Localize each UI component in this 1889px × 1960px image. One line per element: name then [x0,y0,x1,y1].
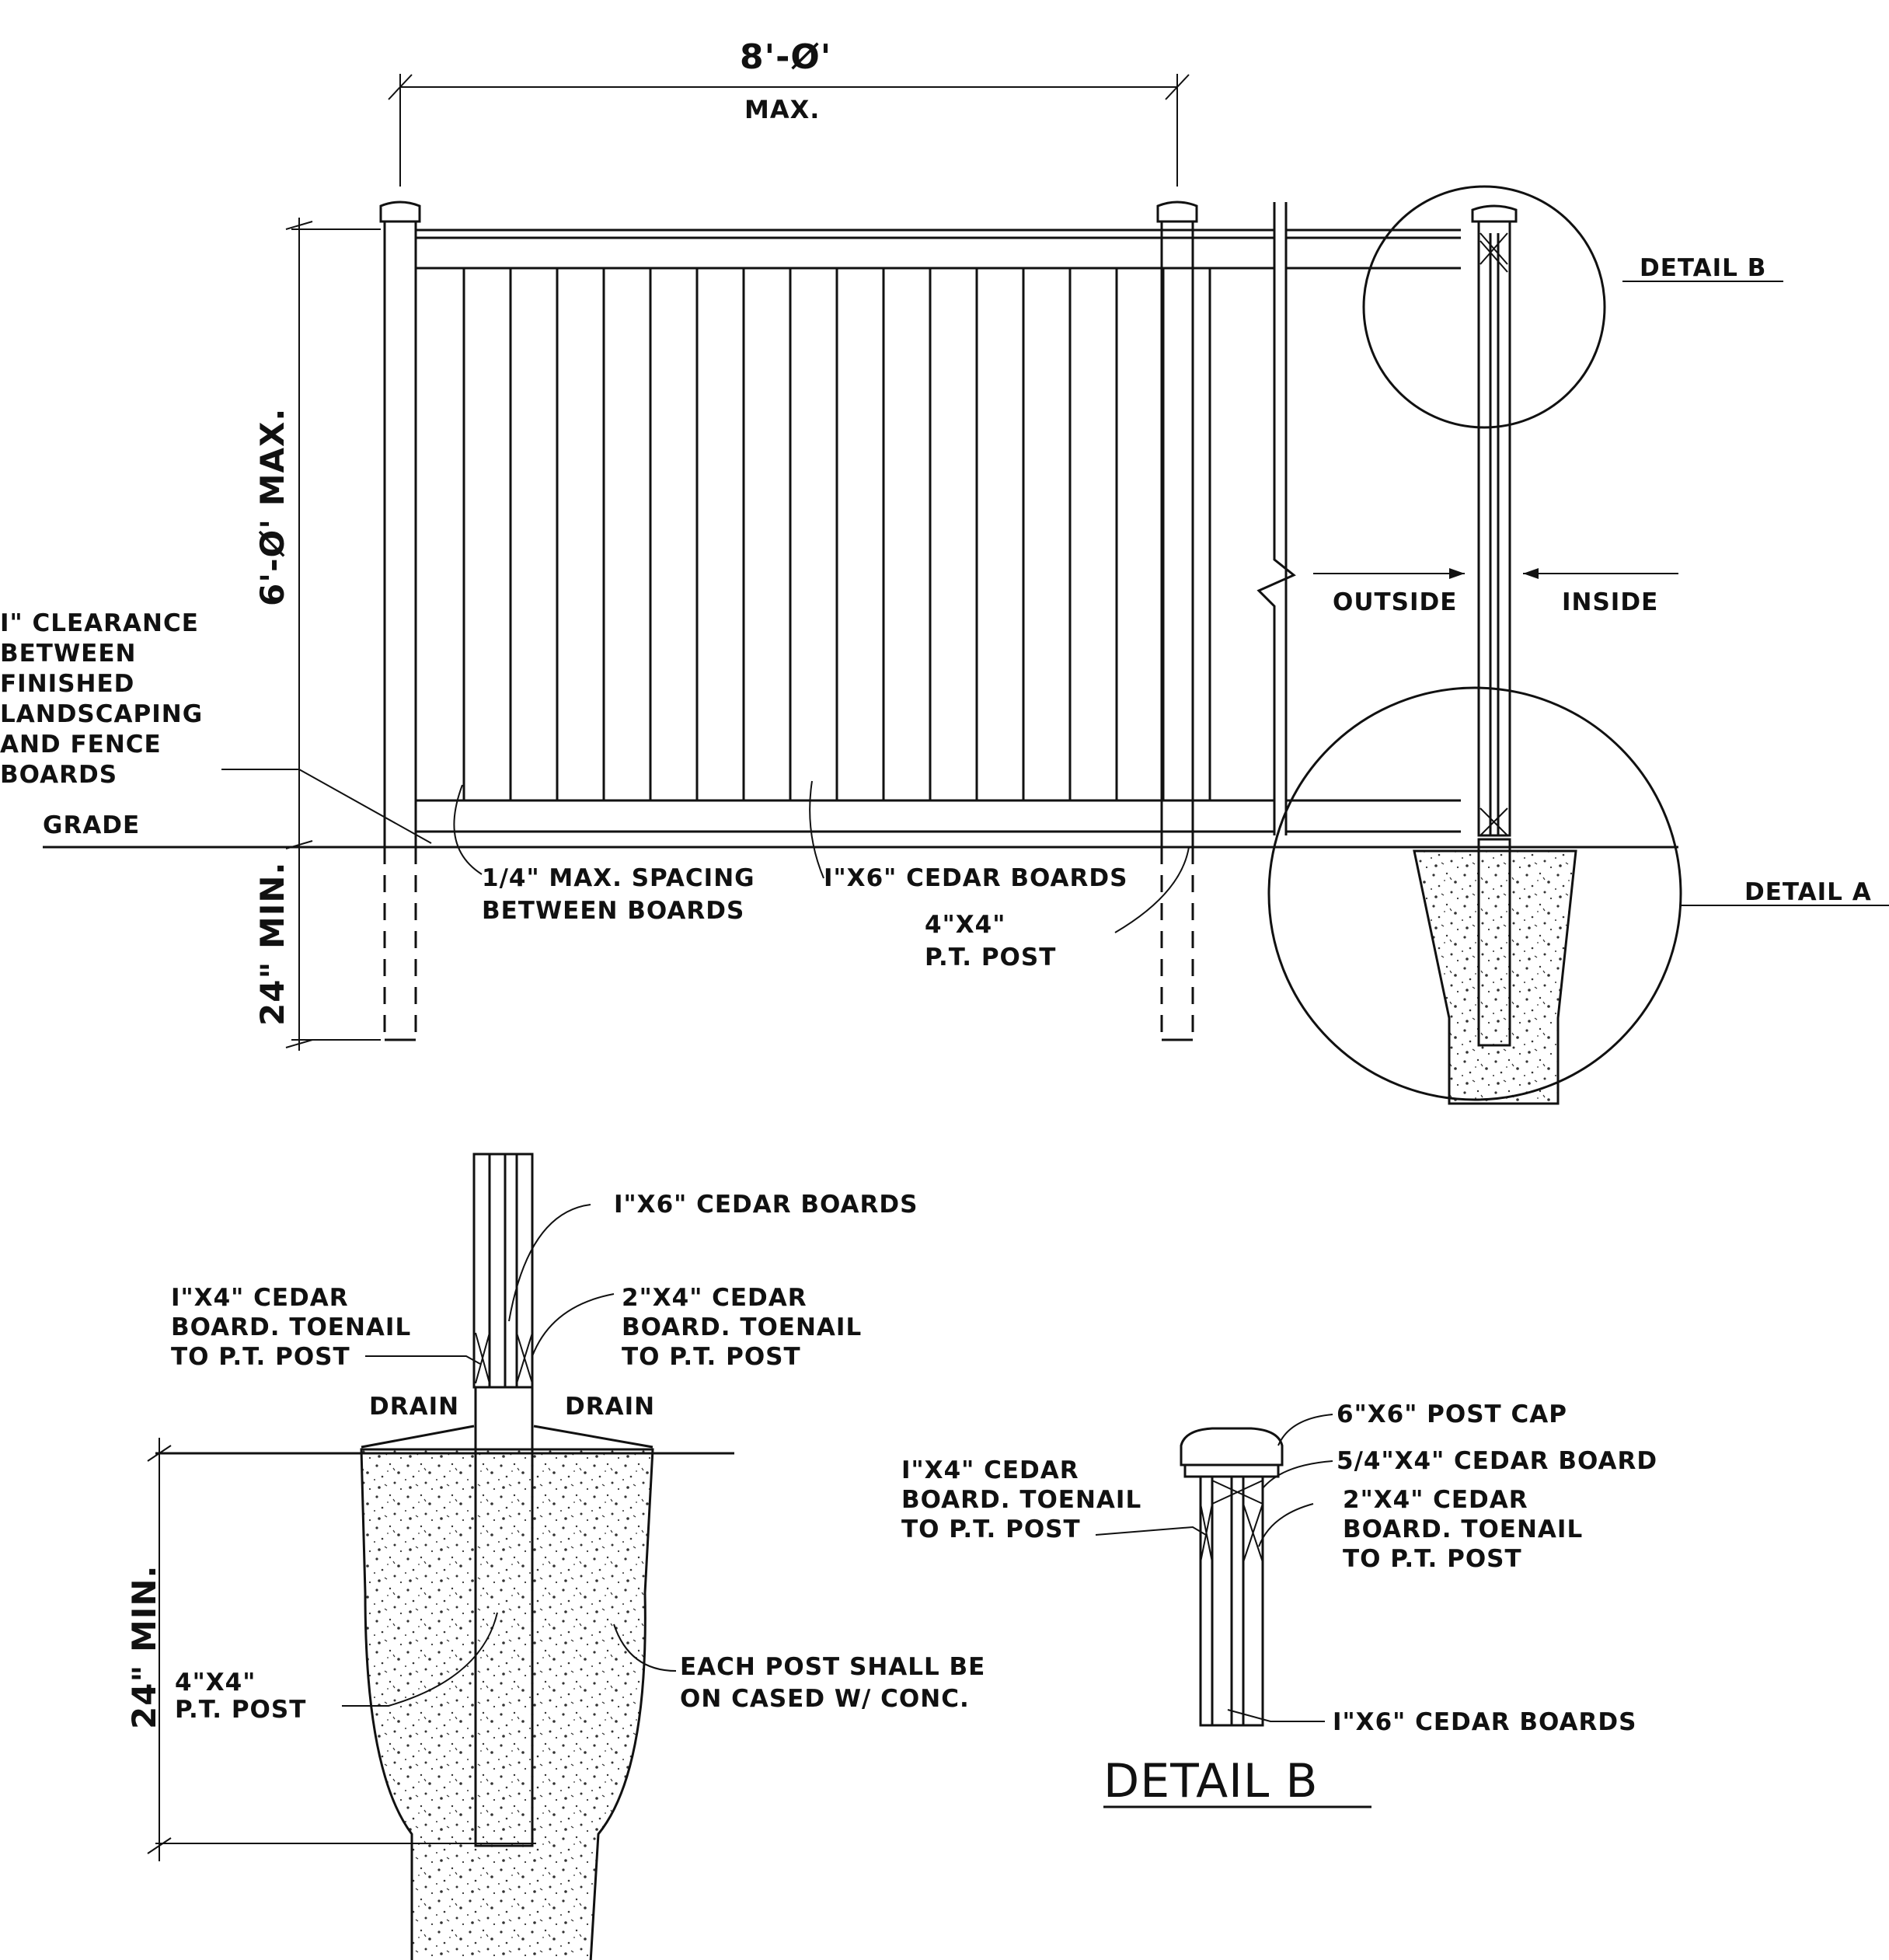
svg-text:BOARD. TOENAIL: BOARD. TOENAIL [1343,1515,1583,1543]
inside-arrow [1523,568,1539,579]
detail-a-board-stack [472,1153,534,1389]
inside-label: INSIDE [1562,588,1658,616]
drain-slope-right [533,1425,653,1449]
detail-b-post-cap [1180,1427,1284,1467]
detail-a-board-note: I"X6" CEDAR BOARDS [614,1191,918,1219]
svg-text:BETWEEN: BETWEEN [0,640,136,668]
svg-text:TO P.T. POST: TO P.T. POST [622,1343,801,1371]
svg-text:4"X4": 4"X4" [175,1669,256,1697]
svg-text:I"X4" CEDAR: I"X4" CEDAR [171,1284,349,1312]
post-cap-note: 6"X6" POST CAP [1337,1400,1567,1428]
clearance-note: I" CLEARANCE BETWEEN FINISHED LANDSCAPIN… [0,609,203,789]
left-post [379,201,421,1041]
detail-b-reference: DETAIL B [1640,254,1766,282]
grade-label: GRADE [43,811,140,839]
detail-b-circle [1362,185,1606,429]
detail-b: 6"X6" POST CAP 5/4"X4" CEDAR BOARD I"X4"… [901,1400,1657,1808]
svg-text:2"X4" CEDAR: 2"X4" CEDAR [1343,1486,1528,1514]
left-post-cap [379,201,421,223]
detail-a-post [474,1386,534,1847]
width-dimension-note: MAX. [744,95,820,124]
middle-post-cap [1156,201,1198,223]
detail-b-title: DETAIL B [1103,1754,1319,1808]
svg-text:I" CLEARANCE: I" CLEARANCE [0,609,199,637]
cedar-boards [462,268,1211,800]
spacing-note-line1: 1/4" MAX. SPACING [482,864,755,892]
middle-post [1156,201,1198,1041]
detail-b-board-note: I"X6" CEDAR BOARDS [1333,1708,1636,1736]
fence-elevation: 8'-Ø' MAX. 6'-Ø' MAX. 24" MIN. I" CLEARA… [0,37,1678,1051]
detail-a-concrete-footing [360,1448,654,1960]
svg-text:AND FENCE: AND FENCE [0,731,162,759]
svg-text:TO P.T. POST: TO P.T. POST [1343,1545,1522,1573]
section-post-embedded [1477,838,1511,1047]
section-post-cap [1471,204,1518,223]
detail-a-circle [1267,686,1682,1101]
svg-text:BOARD. TOENAIL: BOARD. TOENAIL [171,1313,411,1341]
drain-label-right: DRAIN [565,1393,655,1421]
detail-a-reference: DETAIL A [1744,878,1872,906]
svg-text:I"X4" CEDAR: I"X4" CEDAR [901,1456,1079,1484]
break-line [1256,202,1296,835]
svg-text:P.T. POST: P.T. POST [175,1696,306,1724]
svg-text:2"X4" CEDAR: 2"X4" CEDAR [622,1284,807,1312]
svg-text:TO P.T. POST: TO P.T. POST [901,1515,1081,1543]
detail-a-depth-text: 24" MIN. [125,1565,163,1729]
detail-a: I"X6" CEDAR BOARDS I"X4" CEDAR BOARD. TO… [125,1153,985,1960]
svg-text:TO P.T. POST: TO P.T. POST [171,1343,350,1371]
svg-text:EACH POST SHALL BE: EACH POST SHALL BE [680,1653,985,1681]
width-dimension-text: 8'-Ø' [740,37,831,77]
depth-dimension-text: 24" MIN. [253,862,291,1026]
post-note-line2: P.T. POST [925,943,1056,971]
svg-text:BOARD. TOENAIL: BOARD. TOENAIL [622,1313,862,1341]
section-view: DETAIL B DETAIL A OUTSIDE INSIDE [1267,185,1889,1105]
post-note-line1: 4"X4" [925,911,1005,939]
section-post [1477,220,1511,837]
height-dimension-text: 6'-Ø' MAX. [253,408,291,606]
svg-text:BOARDS: BOARDS [0,761,117,789]
outside-arrow [1449,568,1465,579]
svg-text:FINISHED: FINISHED [0,670,134,698]
board-note: I"X6" CEDAR BOARDS [824,864,1127,892]
section-concrete-footing [1413,849,1577,1105]
top-board-note: 5/4"X4" CEDAR BOARD [1337,1447,1657,1475]
svg-text:LANDSCAPING: LANDSCAPING [0,700,203,728]
drain-label-left: DRAIN [369,1393,459,1421]
outside-label: OUTSIDE [1333,588,1457,616]
svg-text:ON CASED W/ CONC.: ON CASED W/ CONC. [680,1685,970,1713]
drain-slope-left [361,1425,475,1449]
svg-text:BOARD. TOENAIL: BOARD. TOENAIL [901,1486,1141,1514]
spacing-note-line2: BETWEEN BOARDS [482,897,744,925]
